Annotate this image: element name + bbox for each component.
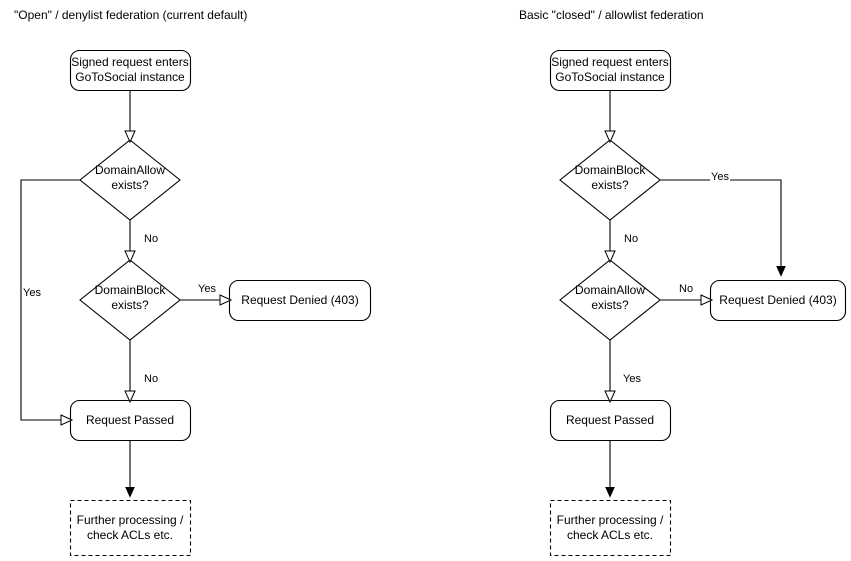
edge-label-allow-yes-left: Yes	[22, 287, 42, 300]
edge-block-yes-to-denied-right	[660, 179, 781, 275]
edge-label-allow-yes-right: Yes	[622, 373, 642, 386]
node-domainblock-right	[559, 139, 661, 221]
node-domainallow-left	[79, 139, 181, 221]
node-denied-left	[228, 279, 372, 322]
node-entry-left	[69, 49, 192, 92]
node-passed-right	[549, 399, 672, 442]
edge-label-block-no-right: No	[623, 233, 640, 246]
edge-label-block-no-left: No	[143, 373, 160, 386]
node-passed-left	[69, 399, 192, 442]
node-domainallow-right	[559, 259, 661, 341]
node-further-left	[69, 499, 192, 557]
edge-allow-yes-to-passed-left	[20, 179, 80, 426]
diagram-title-right: Basic "closed" / allowlist federation	[519, 8, 704, 22]
node-denied-right	[709, 279, 847, 322]
node-domainblock-left	[79, 259, 181, 341]
edge-label-allow-no-left: No	[143, 233, 160, 246]
edge-label-block-yes-left: Yes	[197, 283, 217, 296]
node-further-right	[549, 499, 672, 557]
edge-label-block-yes-right: Yes	[710, 171, 730, 184]
edge-label-allow-no-right: No	[678, 283, 695, 296]
node-entry-right	[549, 49, 672, 92]
diagram-title-left: "Open" / denylist federation (current de…	[14, 8, 248, 22]
